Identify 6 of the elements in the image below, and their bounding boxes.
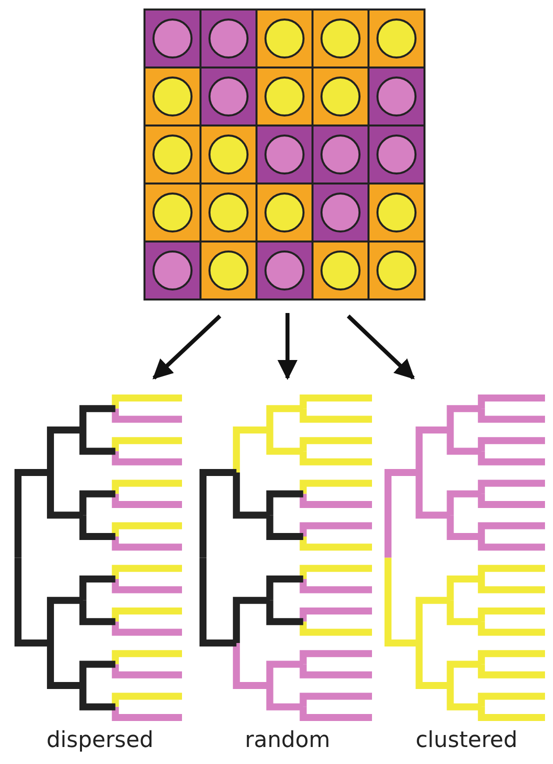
arrow xyxy=(346,314,415,380)
tree-caption: random xyxy=(244,728,332,753)
tree-caption: clustered xyxy=(414,728,518,753)
arrow xyxy=(278,313,298,380)
tree-caption: dispersed xyxy=(45,728,155,753)
arrow xyxy=(152,314,222,380)
